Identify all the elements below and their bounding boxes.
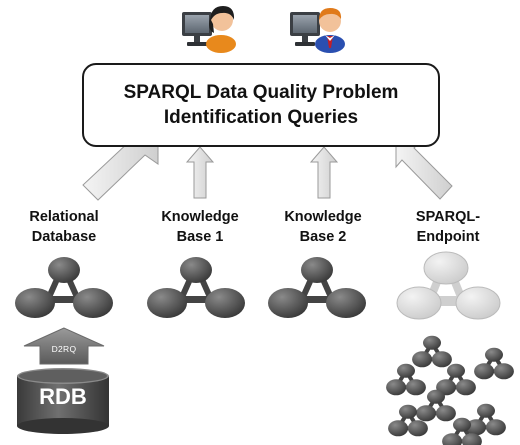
user-icon-female bbox=[182, 6, 236, 53]
rdb-label: RDB bbox=[39, 384, 87, 409]
label-knowledge-base-2: Knowledge Base 2 bbox=[268, 207, 378, 247]
query-box-line2: Identification Queries bbox=[163, 107, 359, 128]
small-graph-icon bbox=[388, 404, 428, 437]
graph-icon-kb2 bbox=[268, 257, 366, 318]
graph-icon-kb1 bbox=[147, 257, 245, 318]
arrow-sparql-to-queries bbox=[395, 138, 453, 200]
small-graph-icon bbox=[466, 403, 506, 436]
arrow-kb2-to-queries bbox=[309, 146, 339, 199]
endpoint-cluster bbox=[386, 335, 514, 445]
rdb-cylinder-icon bbox=[17, 368, 109, 434]
label-knowledge-base-2-line1: Knowledge bbox=[284, 209, 362, 225]
small-graph-icon bbox=[436, 363, 476, 396]
small-graph-icon bbox=[412, 335, 452, 368]
label-knowledge-base-1-line1: Knowledge bbox=[161, 209, 239, 225]
graph-icon-sparql-endpoint bbox=[396, 251, 501, 320]
label-knowledge-base-1-line2: Base 1 bbox=[176, 229, 224, 245]
graph-icon-relational bbox=[15, 257, 113, 318]
label-knowledge-base-2-line2: Base 2 bbox=[299, 229, 347, 245]
label-relational-database-line2: Database bbox=[31, 229, 97, 245]
query-box-line1: SPARQL Data Quality Problem bbox=[123, 82, 399, 103]
small-graph-icon bbox=[442, 417, 482, 445]
label-knowledge-base-1: Knowledge Base 1 bbox=[145, 207, 255, 247]
small-graph-icon bbox=[386, 363, 426, 396]
d2rq-arrow bbox=[23, 327, 105, 365]
label-sparql-endpoint-line1: SPARQL- bbox=[415, 209, 481, 225]
small-graph-icon bbox=[416, 389, 456, 422]
label-sparql-endpoint-line2: Endpoint bbox=[416, 229, 480, 245]
label-relational-database-line1: Relational bbox=[29, 209, 99, 225]
arrow-kb1-to-queries bbox=[185, 146, 215, 199]
label-relational-database: Relational Database bbox=[9, 207, 119, 247]
small-graph-icon bbox=[474, 347, 514, 380]
query-box: SPARQL Data Quality Problem Identificati… bbox=[82, 63, 440, 147]
label-sparql-endpoint: SPARQL- Endpoint bbox=[393, 207, 503, 247]
d2rq-label: D2RQ bbox=[51, 344, 77, 354]
user-icon-male bbox=[290, 8, 345, 53]
